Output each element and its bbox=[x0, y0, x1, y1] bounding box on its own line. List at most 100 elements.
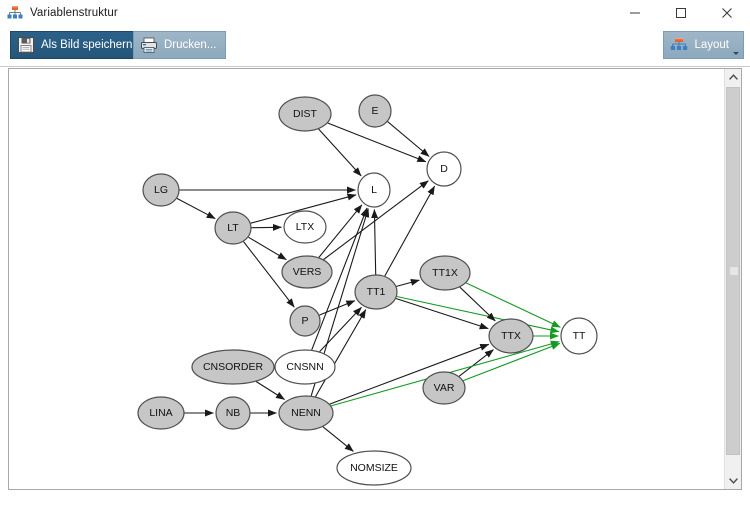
floppy-disk-icon bbox=[17, 36, 35, 54]
graph-edge bbox=[248, 236, 287, 261]
scrollbar-grip bbox=[730, 267, 738, 275]
node-ellipse bbox=[336, 450, 412, 486]
graph-node[interactable]: D bbox=[426, 151, 462, 187]
node-ellipse bbox=[142, 173, 180, 207]
node-ellipse bbox=[281, 255, 333, 289]
window-controls bbox=[612, 0, 750, 26]
node-label: LTX bbox=[296, 221, 314, 233]
node-label: TT1X bbox=[432, 267, 458, 279]
graph-edge bbox=[465, 282, 561, 328]
graph-edge bbox=[311, 207, 368, 351]
graph-node[interactable]: DIST bbox=[278, 96, 332, 132]
scroll-down-arrow-icon[interactable] bbox=[725, 472, 741, 489]
graph-node[interactable]: P bbox=[289, 305, 321, 337]
node-ellipse bbox=[214, 211, 252, 245]
graph-edge bbox=[371, 209, 379, 275]
graph-canvas[interactable]: DIST E D L LG LT LTX VERS P TT1 TT1X TTX TT VAR CNSORD… bbox=[8, 68, 742, 490]
print-label: Drucken... bbox=[164, 39, 217, 51]
node-label: VERS bbox=[293, 266, 322, 278]
node-ellipse bbox=[278, 395, 334, 431]
layout-grid-icon bbox=[670, 36, 688, 54]
title-bar: Variablenstruktur bbox=[0, 0, 750, 26]
node-label: LT bbox=[227, 222, 239, 234]
graph-node[interactable]: E bbox=[358, 94, 392, 128]
node-ellipse bbox=[354, 274, 398, 310]
graph-node[interactable]: VERS bbox=[281, 255, 333, 289]
graph-node[interactable]: TT bbox=[560, 317, 598, 355]
node-ellipse bbox=[358, 94, 392, 128]
scroll-up-arrow-icon[interactable] bbox=[725, 69, 741, 86]
layout-label: Layout bbox=[694, 39, 729, 51]
graph-edge bbox=[327, 122, 427, 163]
toolbar: Als Bild speichern... Drucken... bbox=[0, 26, 750, 67]
graph-edge bbox=[318, 204, 363, 258]
node-ellipse bbox=[283, 210, 327, 244]
chevron-down-icon[interactable] bbox=[733, 52, 739, 55]
node-label: D bbox=[440, 163, 448, 175]
graph-node[interactable]: LINA bbox=[137, 396, 185, 430]
graph-node[interactable]: TT1X bbox=[419, 255, 471, 291]
node-label: CNSORDER bbox=[203, 361, 264, 373]
graph-node[interactable]: NB bbox=[215, 396, 251, 430]
printer-icon bbox=[140, 36, 158, 54]
graph-edge bbox=[255, 381, 285, 400]
minimize-button[interactable] bbox=[612, 0, 658, 26]
save-image-label: Als Bild speichern... bbox=[41, 39, 142, 51]
node-label: NENN bbox=[291, 407, 321, 419]
close-button[interactable] bbox=[704, 0, 750, 26]
node-label: L bbox=[371, 184, 377, 196]
node-ellipse bbox=[422, 371, 466, 405]
layout-button[interactable]: Layout bbox=[663, 31, 744, 59]
scrollbar-thumb[interactable] bbox=[726, 87, 740, 455]
graph-edge bbox=[459, 286, 496, 322]
edge-layer bbox=[176, 121, 561, 452]
graph-node[interactable]: NOMSIZE bbox=[336, 450, 412, 486]
node-ellipse bbox=[560, 317, 598, 355]
print-button[interactable]: Drucken... bbox=[133, 31, 227, 59]
variable-structure-graph: DIST E D L LG LT LTX VERS P TT1 TT1X TTX TT VAR CNSORD… bbox=[137, 94, 598, 486]
graph-node[interactable]: CNSNN bbox=[274, 349, 336, 385]
graph-edge bbox=[458, 349, 494, 377]
node-ellipse bbox=[215, 396, 251, 430]
graph-node[interactable]: LTX bbox=[283, 210, 327, 244]
graph-node[interactable]: LG bbox=[142, 173, 180, 207]
graph-edge bbox=[384, 185, 436, 277]
node-label: LINA bbox=[149, 407, 172, 419]
hierarchy-tree-icon bbox=[7, 5, 23, 21]
graph-node[interactable]: TT1 bbox=[354, 274, 398, 310]
node-label: DIST bbox=[293, 108, 318, 120]
graph-edge bbox=[250, 193, 357, 224]
graph-node[interactable]: CNSORDER bbox=[191, 349, 275, 385]
vertical-scrollbar[interactable] bbox=[724, 69, 741, 489]
node-label: P bbox=[301, 315, 308, 327]
node-ellipse bbox=[278, 96, 332, 132]
node-ellipse bbox=[419, 255, 471, 291]
graph-edge bbox=[319, 300, 356, 316]
node-label: LG bbox=[154, 184, 168, 196]
graph-edge bbox=[396, 278, 420, 287]
window-title: Variablenstruktur bbox=[30, 7, 118, 19]
node-ellipse bbox=[357, 172, 391, 208]
graph-node[interactable]: TTX bbox=[488, 318, 534, 354]
graph-node[interactable]: L bbox=[357, 172, 391, 208]
node-ellipse bbox=[191, 349, 275, 385]
node-ellipse bbox=[274, 349, 336, 385]
node-label: TTX bbox=[501, 330, 521, 342]
node-layer: DIST E D L LG LT LTX VERS P TT1 TT1X TTX TT VAR CNSORD… bbox=[137, 94, 598, 486]
node-ellipse bbox=[289, 305, 321, 337]
graph-edge bbox=[315, 309, 367, 397]
graph-edge bbox=[243, 241, 295, 308]
node-ellipse bbox=[426, 151, 462, 187]
graph-node[interactable]: VAR bbox=[422, 371, 466, 405]
graph-node[interactable]: LT bbox=[214, 211, 252, 245]
graph-edge bbox=[396, 295, 560, 334]
graph-edge bbox=[323, 180, 429, 260]
node-label: NOMSIZE bbox=[350, 462, 398, 474]
graph-node[interactable]: NENN bbox=[278, 395, 334, 431]
maximize-button[interactable] bbox=[658, 0, 704, 26]
graph-edge bbox=[318, 128, 362, 177]
node-ellipse bbox=[488, 318, 534, 354]
save-image-button[interactable]: Als Bild speichern... bbox=[10, 31, 152, 59]
node-label: CNSNN bbox=[286, 361, 323, 373]
